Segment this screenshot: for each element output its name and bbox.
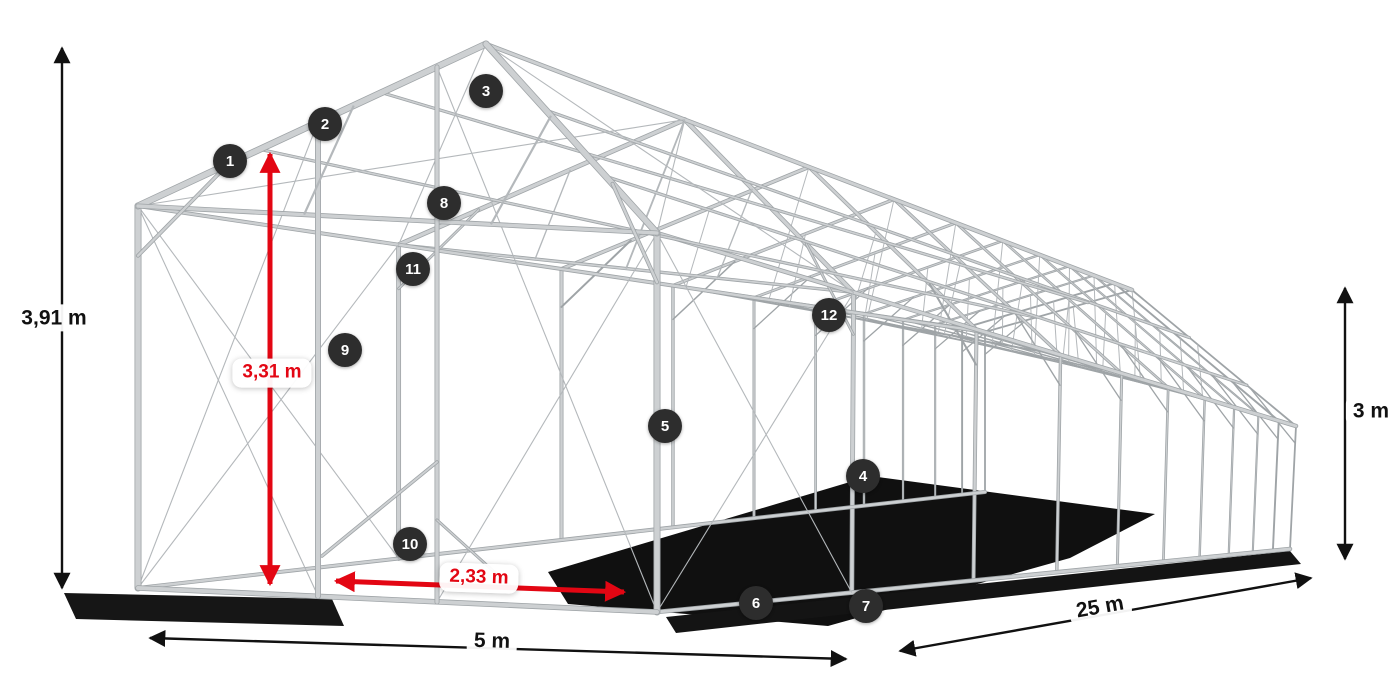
callout-badge-3: 3 [469, 74, 503, 108]
callout-badge-12: 12 [812, 298, 846, 332]
callout-badge-7: 7 [849, 589, 883, 623]
dimension-width: 5 m [466, 626, 518, 656]
dimension-total-height: 3,91 m [14, 304, 94, 332]
callout-badge-11: 11 [396, 252, 430, 286]
dimension-inner-height: 3,31 m [232, 358, 312, 388]
callout-badge-8: 8 [427, 186, 461, 220]
dimension-entrance-width: 2,33 m [438, 562, 520, 594]
callout-badge-5: 5 [648, 409, 682, 443]
callout-badge-10: 10 [393, 527, 427, 561]
bracing-cables [137, 43, 855, 613]
callout-badge-2: 2 [308, 107, 342, 141]
callout-badge-1: 1 [213, 144, 247, 178]
callout-badge-4: 4 [846, 459, 880, 493]
callout-badge-9: 9 [328, 333, 362, 367]
dimension-side-height: 3 m [1345, 397, 1397, 425]
callout-badge-6: 6 [739, 586, 773, 620]
